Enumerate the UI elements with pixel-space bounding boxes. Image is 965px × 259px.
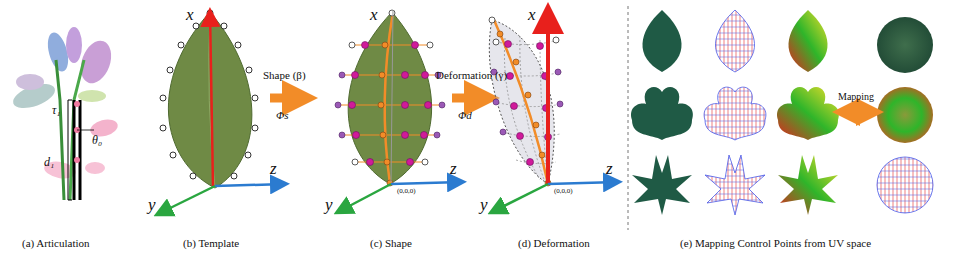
arrow-label: Φs xyxy=(276,110,289,121)
axis-label: x xyxy=(370,6,378,23)
angle-label: τ₁ xyxy=(52,104,60,116)
distance-label: d₁ xyxy=(44,156,54,168)
axis-label: y xyxy=(148,196,156,213)
panel-caption: (c) Shape xyxy=(370,238,412,249)
axis-label: x xyxy=(528,6,536,23)
axis-label: z xyxy=(270,160,277,177)
axis-label: x xyxy=(186,6,194,23)
axis-label: z xyxy=(606,160,613,177)
panel-caption: (a) Articulation xyxy=(22,238,90,249)
arrow-label: Deformation (γ) xyxy=(436,70,507,81)
origin-label: (0,0,0) xyxy=(397,188,416,195)
arrow-label: Shape (β) xyxy=(263,70,306,81)
panel-caption: (e) Mapping Control Points from UV space xyxy=(680,238,871,249)
arrow-label: Φd xyxy=(458,110,472,121)
axis-label: y xyxy=(480,196,488,213)
arrow-label: Mapping xyxy=(838,92,874,102)
origin-label: (0,0,0) xyxy=(554,188,573,195)
axis-label: z xyxy=(450,160,457,177)
angle-label: θ₀ xyxy=(92,134,102,146)
panel-caption: (b) Template xyxy=(183,238,239,249)
axis-label: y xyxy=(325,196,333,213)
panel-caption: (d) Deformation xyxy=(518,238,590,249)
